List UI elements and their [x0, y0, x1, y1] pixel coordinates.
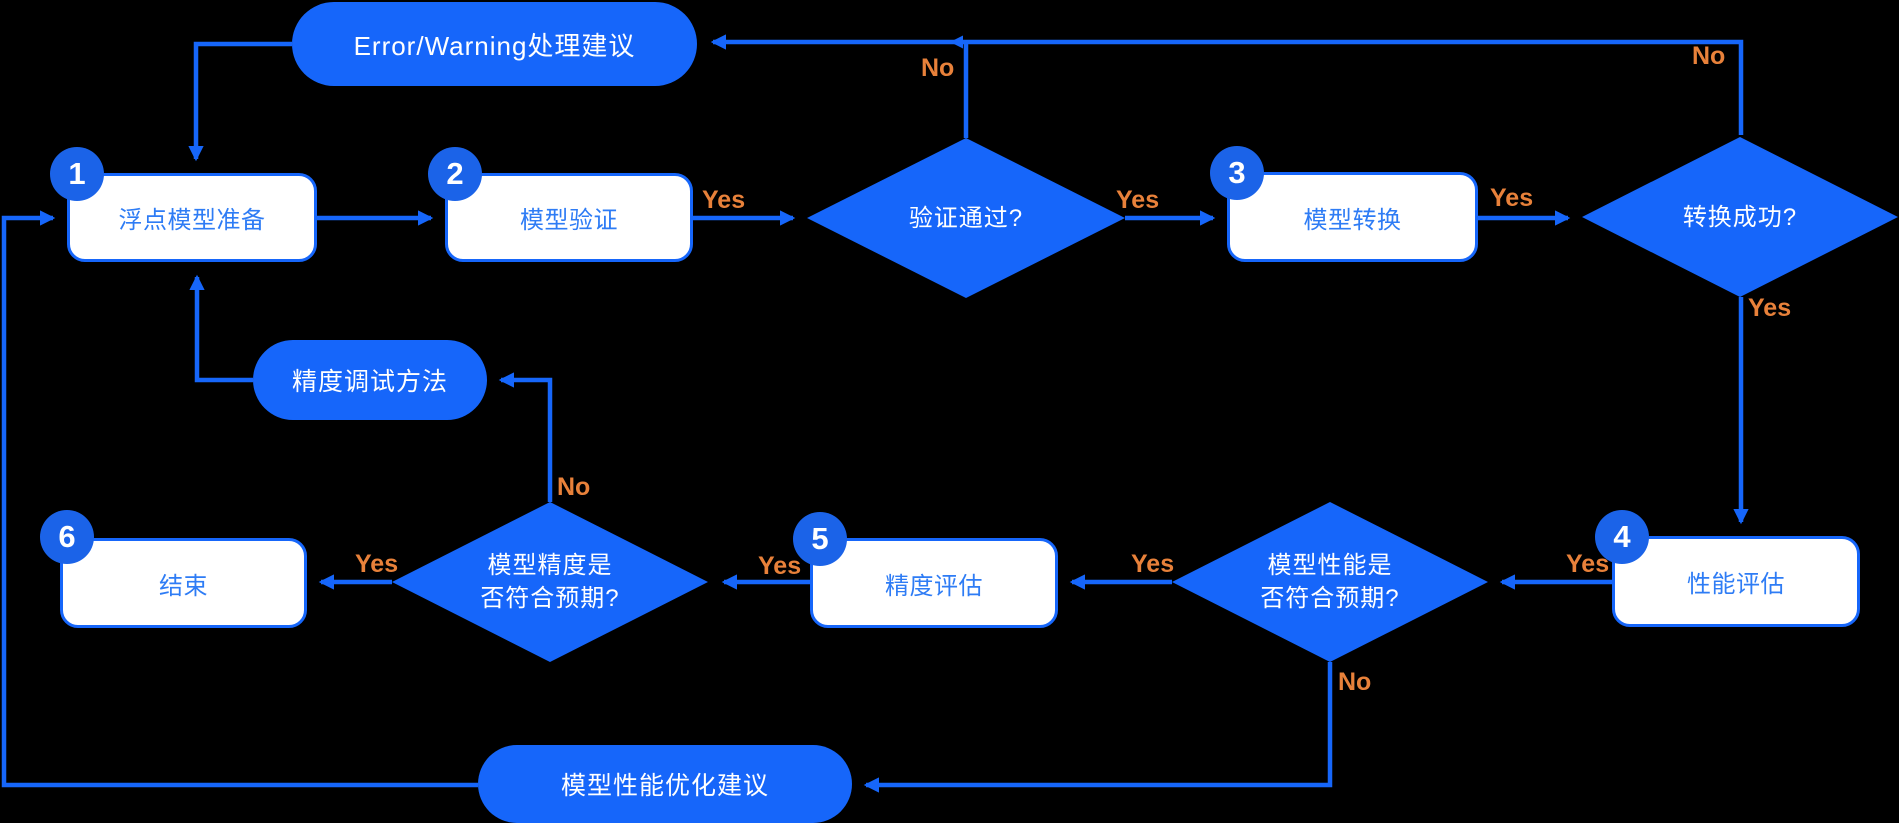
step-box-performance-eval: 性能评估	[1612, 536, 1860, 627]
step-badge-2: 2	[428, 147, 482, 201]
step-box-model-validation: 模型验证	[445, 173, 693, 262]
step-badge-6: 6	[40, 510, 94, 564]
step-label-model-validation: 模型验证	[520, 207, 618, 234]
step-badge-5: 5	[793, 512, 847, 566]
step-number-1: 1	[68, 156, 86, 191]
label-no-validation-failed: No	[921, 54, 955, 82]
label-yes-perf-check-out: Yes	[1131, 550, 1175, 578]
edge-perf-check-no-to-opt-pill	[863, 662, 1333, 793]
step-badge-1: 1	[50, 147, 104, 201]
step-badge-3: 3	[1210, 146, 1264, 200]
step-number-5: 5	[811, 521, 829, 556]
edge-opt-pill-to-prep	[1, 210, 478, 788]
label-yes-conversion-out: Yes	[1490, 184, 1534, 212]
no-rail-mid-arrowhead	[950, 35, 963, 49]
label-yes-acc-eval-out: Yes	[758, 552, 802, 580]
label-no-conversion-failed: No	[1692, 42, 1726, 70]
label-no-accuracy-failed: No	[557, 473, 591, 501]
label-yes-perf-eval-out: Yes	[1566, 550, 1610, 578]
step-badge-4: 4	[1595, 510, 1649, 564]
step-label-accuracy-eval: 精度评估	[885, 572, 983, 600]
step-box-model-conversion: 模型转换	[1227, 172, 1478, 262]
label-yes-passed-out: Yes	[1116, 186, 1160, 214]
decision-performance-line2: 否符合预期?	[1260, 585, 1400, 612]
step-box-accuracy-eval: 精度评估	[810, 538, 1058, 628]
callout-label-performance-optimization: 模型性能优化建议	[560, 772, 769, 800]
step-number-4: 4	[1613, 519, 1631, 554]
decision-accuracy-line1: 模型精度是	[487, 552, 613, 579]
step-box-end: 结束	[60, 538, 307, 628]
edge-acc-check-no-to-debug-pill	[498, 372, 553, 502]
step-label-model-conversion: 模型转换	[1303, 206, 1402, 234]
edge-error-pill-to-prep	[188, 41, 292, 162]
label-yes-acc-check-out: Yes	[355, 550, 399, 578]
step-box-float-model-prep: 浮点模型准备	[67, 173, 317, 262]
decision-performance-line1: 模型性能是	[1267, 552, 1393, 579]
callout-performance-optimization-advice: 模型性能优化建议	[478, 745, 852, 823]
step-label-float-model-prep: 浮点模型准备	[118, 207, 266, 234]
step-label-end: 结束	[159, 572, 208, 600]
step-label-performance-eval: 性能评估	[1687, 571, 1785, 598]
decision-accuracy-line2: 否符合预期?	[480, 585, 620, 612]
edge-success-no-rail	[966, 39, 1744, 135]
callout-label-error-warning: Error/Warning处理建议	[353, 30, 636, 61]
label-yes-validation-out: Yes	[702, 186, 746, 214]
decision-label-validation-passed: 验证通过?	[908, 204, 1024, 232]
callout-accuracy-debug-methods: 精度调试方法	[253, 340, 487, 420]
step-number-3: 3	[1228, 155, 1246, 190]
callout-error-warning-advice: Error/Warning处理建议	[292, 2, 697, 86]
label-no-performance-failed: No	[1338, 668, 1372, 696]
callout-label-accuracy-debug: 精度调试方法	[291, 368, 448, 396]
edge-debug-pill-to-prep	[189, 274, 253, 383]
decision-label-conversion-success: 转换成功?	[1682, 203, 1798, 231]
label-yes-success-down: Yes	[1748, 294, 1792, 322]
step-number-2: 2	[446, 156, 464, 191]
step-number-6: 6	[58, 519, 76, 554]
